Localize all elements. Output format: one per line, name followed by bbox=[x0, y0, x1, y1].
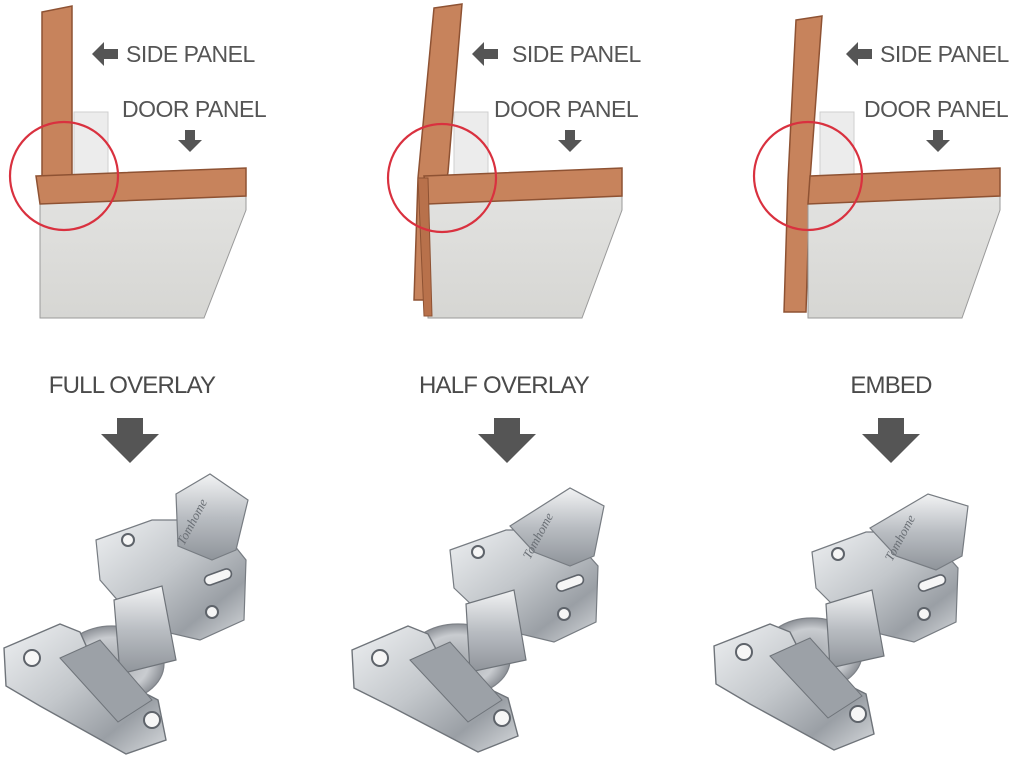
half-overlay-title: HALF OVERLAY bbox=[419, 372, 590, 399]
down-arrow-icon bbox=[478, 418, 536, 463]
door-panel-face bbox=[427, 195, 623, 319]
overlay-diagram-full: SIDE PANEL DOOR PANEL bbox=[8, 5, 267, 319]
door-panel-edge bbox=[807, 167, 1001, 205]
highlight-circle bbox=[752, 120, 864, 232]
hinge-image-embed: Tomhome bbox=[713, 493, 969, 751]
side-panel-label: SIDE PANEL bbox=[126, 41, 255, 67]
side-panel bbox=[783, 15, 823, 313]
side-panel-label: SIDE PANEL bbox=[512, 41, 641, 67]
overlay-diagram-half: SIDE PANEL DOOR PANEL bbox=[386, 3, 642, 319]
door-panel-face bbox=[807, 195, 1001, 319]
highlight-circle bbox=[386, 122, 498, 234]
full-overlay-title: FULL OVERLAY bbox=[49, 372, 216, 399]
side-panel bbox=[41, 5, 73, 177]
door-panel-face bbox=[39, 195, 247, 319]
hinge-image-half-overlay: Tomhome bbox=[351, 487, 605, 753]
down-arrow-icon bbox=[101, 418, 159, 463]
down-arrow-icon bbox=[178, 130, 202, 152]
door-side-edge bbox=[417, 177, 433, 317]
door-panel-edge bbox=[35, 167, 247, 205]
door-panel-label: DOOR PANEL bbox=[122, 96, 267, 122]
overlay-diagram-embed: SIDE PANEL DOOR PANEL bbox=[752, 15, 1010, 319]
hinge-image-full-overlay: Tomhome bbox=[3, 473, 249, 755]
door-panel-label: DOOR PANEL bbox=[494, 96, 639, 122]
down-arrow-icon bbox=[558, 130, 582, 152]
cabinet-back-block bbox=[73, 111, 109, 177]
down-arrow-icon bbox=[926, 130, 950, 152]
cabinet-back-block bbox=[819, 111, 855, 177]
side-panel-label: SIDE PANEL bbox=[880, 41, 1009, 67]
highlight-circle bbox=[8, 120, 120, 232]
left-arrow-icon bbox=[92, 42, 118, 66]
down-arrow-icon bbox=[862, 418, 920, 463]
left-arrow-icon bbox=[846, 42, 872, 66]
embed-title: EMBED bbox=[850, 372, 932, 399]
door-panel-label: DOOR PANEL bbox=[864, 96, 1009, 122]
left-arrow-icon bbox=[472, 42, 498, 66]
